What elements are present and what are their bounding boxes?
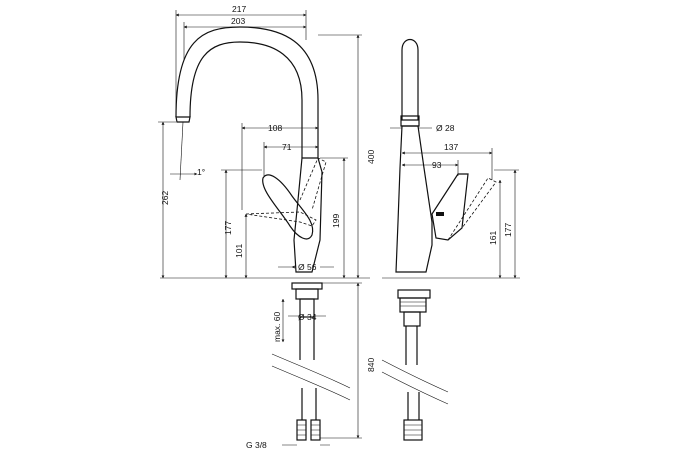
base-plate xyxy=(291,282,323,290)
dim-177-right-label: 177 xyxy=(503,223,513,237)
dim-108-label: 108 xyxy=(268,123,282,133)
spout-outline xyxy=(175,26,319,158)
lever-dashed-open xyxy=(245,211,317,227)
lever-handle xyxy=(262,174,314,240)
dim-177-left-label: 177 xyxy=(223,221,233,235)
base-stud xyxy=(299,298,315,318)
dim-93-label: 93 xyxy=(432,160,442,170)
side-view: Ø 28 137 93 161 177 xyxy=(381,38,520,441)
dim-1deg-label: 1° xyxy=(197,167,205,177)
dim-199-label: 199 xyxy=(331,214,341,228)
dim-203-label: 203 xyxy=(231,16,245,26)
side-hose-break-2 xyxy=(381,371,449,405)
dim-g38-label: G 3/8 xyxy=(246,440,267,450)
dim-217-label: 217 xyxy=(232,4,246,14)
side-lever xyxy=(431,173,469,241)
hose-break-2 xyxy=(271,365,351,401)
dim-262-label: 262 xyxy=(160,191,170,205)
side-base-block xyxy=(399,297,427,313)
dim-71-label: 71 xyxy=(282,142,292,152)
front-view: 217 203 400 262 1° 108 71 177 101 xyxy=(158,4,376,450)
base-block xyxy=(295,288,319,300)
lever-dashed-up xyxy=(299,157,327,211)
side-lever-knob xyxy=(436,212,444,216)
side-hose-break-1 xyxy=(381,359,449,393)
dim-max60-label: max. 60 xyxy=(272,311,282,342)
side-body xyxy=(395,125,433,273)
hose-break-1 xyxy=(271,353,351,389)
fitting-thread xyxy=(297,424,320,436)
spout-tip xyxy=(175,116,191,123)
side-base-stud xyxy=(403,311,421,327)
dim-161-label: 161 xyxy=(488,231,498,245)
side-spout-band xyxy=(400,115,420,127)
side-spout xyxy=(401,38,419,121)
dim-28-label: Ø 28 xyxy=(436,123,455,133)
dim-840-label: 840 xyxy=(366,358,376,372)
dim-137-label: 137 xyxy=(444,142,458,152)
spout-inner xyxy=(189,41,303,158)
dim-101-label: 101 xyxy=(234,244,244,258)
side-lever-dashed xyxy=(447,177,497,241)
faucet-body xyxy=(293,157,323,273)
dim-400-label: 400 xyxy=(366,150,376,164)
dim-56-label: Ø 56 xyxy=(298,262,317,272)
dim-34-label: Ø 34 xyxy=(298,312,317,322)
side-base-plate xyxy=(397,289,431,299)
